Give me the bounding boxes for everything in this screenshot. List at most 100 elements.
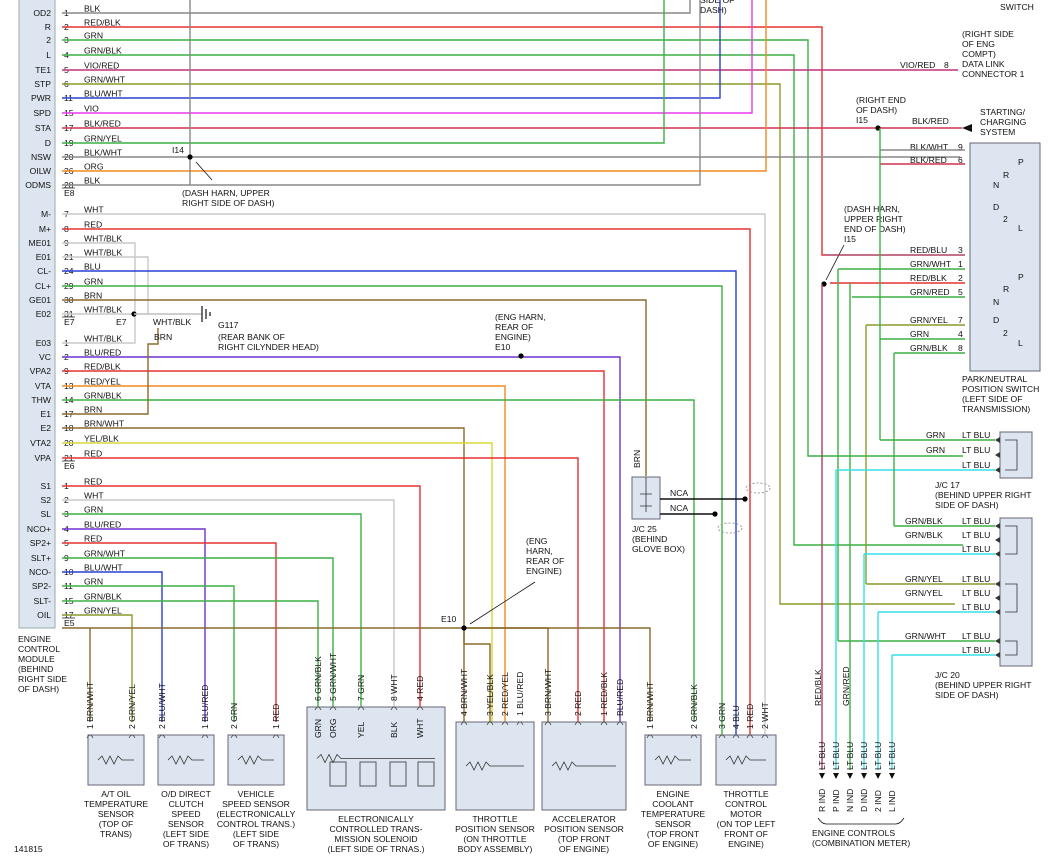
pn-pin: 9 (958, 142, 963, 152)
component-pin-label: 1 BRN/WHT (645, 681, 655, 729)
note-i14-line: (DASH HARN, UPPER (182, 188, 270, 198)
component-pin-label: 2 RED/YEL (500, 672, 510, 716)
ecm-wire-color: VIO/RED (84, 61, 119, 71)
solenoid-inner-wire: WHT (415, 718, 425, 738)
component-label-vss-line: CONTROL TRANS.) (217, 819, 295, 829)
pn-position: D (993, 315, 999, 325)
ecm-wire-color: GRN/WHT (84, 549, 126, 559)
component-label-aps-line: ACCELERATOR (552, 814, 616, 824)
ecm-connector-tag: E7 (64, 317, 75, 327)
pn-pin: 2 (958, 273, 963, 283)
pn-position: D (993, 202, 999, 212)
wire-stp (62, 83, 955, 605)
wire-oilw (62, 0, 767, 172)
ecm-wire-color: GRN (84, 505, 103, 515)
wire-d (62, 0, 665, 144)
jc17-pin-icon (995, 437, 1000, 443)
wire-l (62, 54, 963, 546)
component-label-odc-line: O/D DIRECT (161, 789, 211, 799)
pin-socket-icon (501, 721, 509, 726)
pin-socket-icon (201, 734, 209, 739)
jc20-left-wire: GRN/BLK (905, 516, 943, 526)
splice-i14 (187, 154, 193, 160)
note-i14-line: RIGHT SIDE OF DASH) (182, 198, 275, 208)
pn-position: P (1018, 157, 1024, 167)
i15-wire-color: BLK/RED (912, 116, 949, 126)
note-i15-top-line: I15 (856, 115, 868, 125)
data-link-wire-color: VIO/RED (900, 60, 935, 70)
ecm-pin-name: STP (34, 79, 51, 89)
note-i15-mid-line: END OF DASH) (844, 224, 906, 234)
pin-socket-icon (516, 721, 524, 726)
ecm-pin-name: L (46, 50, 51, 60)
meter-indicator: P IND (831, 789, 841, 812)
ecm-wire-color: RED/BLK (84, 362, 121, 372)
note-jc20-line: J/C 20 (935, 670, 960, 680)
solenoid-inner-wire: GRN (313, 719, 323, 738)
pn-wire-color: GRN (910, 329, 929, 339)
component-label-odc-line: OF TRANS) (163, 839, 209, 849)
ecm-label-line: (BEHIND (18, 664, 53, 674)
pn-pin: 6 (958, 155, 963, 165)
meter-label-line: (COMBINATION METER) (812, 838, 910, 848)
meter-indicator: N IND (845, 789, 855, 812)
ecm-wire-color: BLU/RED (84, 348, 121, 358)
ecm-wire-color: GRN/YEL (84, 606, 122, 616)
jc20-right-wire: LT BLU (962, 645, 990, 655)
component-pin-label: 3 GRN (717, 703, 727, 729)
meter-indicator: L IND (887, 790, 897, 812)
note-data-link-line: COMPT) (962, 49, 996, 59)
jc17-box (999, 431, 1033, 479)
component-ato (87, 734, 145, 786)
note-side-of-dash-line: DASH) (700, 5, 727, 15)
component-pin-label: 2 RED (573, 691, 583, 716)
component-label-ato-line: (TOP OF (99, 819, 134, 829)
pn-position: P (1018, 272, 1024, 282)
note-pn-switch-line: (LEFT SIDE OF (962, 394, 1022, 404)
wire-vpa (62, 457, 579, 722)
wire-slt+ (62, 557, 334, 722)
wire-sp2+ (62, 542, 277, 722)
wire-m+ (62, 228, 751, 735)
ecm-wire-color: RED/BLK (84, 18, 121, 28)
wire-e10-tps (463, 628, 491, 722)
ecm-wire-color: RED (84, 477, 102, 487)
ecm-pin-name: E02 (36, 309, 52, 319)
splice-nca-2 (712, 511, 718, 517)
ecm-wire-color: RED (84, 449, 102, 459)
note-starting-line: SYSTEM (980, 127, 1015, 137)
note-e10-low-line: HARN, (526, 546, 553, 556)
ecm-pin-name: E2 (40, 423, 51, 433)
component-label-odc-line: SPEED (171, 809, 200, 819)
component-pin-label: BLU/RED (615, 679, 625, 716)
component-label-ect-line: SENSOR (655, 819, 691, 829)
jc20-pin-icon (995, 638, 1000, 644)
component-label-tps-line: BODY ASSEMBLY) (458, 844, 533, 854)
wire-s1 (62, 485, 421, 722)
note-pn-switch-line: POSITION SWITCH (962, 384, 1039, 394)
wire-r (62, 26, 826, 256)
jc17-pin-icon (995, 452, 1000, 458)
ecm-wire-color: BRN (84, 291, 102, 301)
jc20-pin-icon (995, 537, 1000, 543)
wire-sl (62, 513, 362, 722)
meter-label: ENGINE CONTROLS(COMBINATION METER) (812, 828, 910, 848)
wire-e1 (62, 328, 159, 415)
component-label-tcm-line: FRONT OF (724, 829, 768, 839)
pn-wire-color: GRN/BLK (910, 343, 948, 353)
jc20-right-wire: LT BLU (962, 631, 990, 641)
component-pin-label: 6 GRN/BLK (313, 656, 323, 701)
wire-nco+ (62, 528, 206, 722)
component-label-tcm-line: THROTTLE (723, 789, 769, 799)
note-e10-top-line: REAR OF (495, 322, 533, 332)
pin-socket-icon (329, 706, 337, 711)
pin-socket-icon (746, 734, 754, 739)
jc20-box (999, 517, 1033, 667)
ecm-pin-name: SLT+ (31, 553, 51, 563)
note-jc17-line: (BEHIND UPPER RIGHT (935, 490, 1032, 500)
